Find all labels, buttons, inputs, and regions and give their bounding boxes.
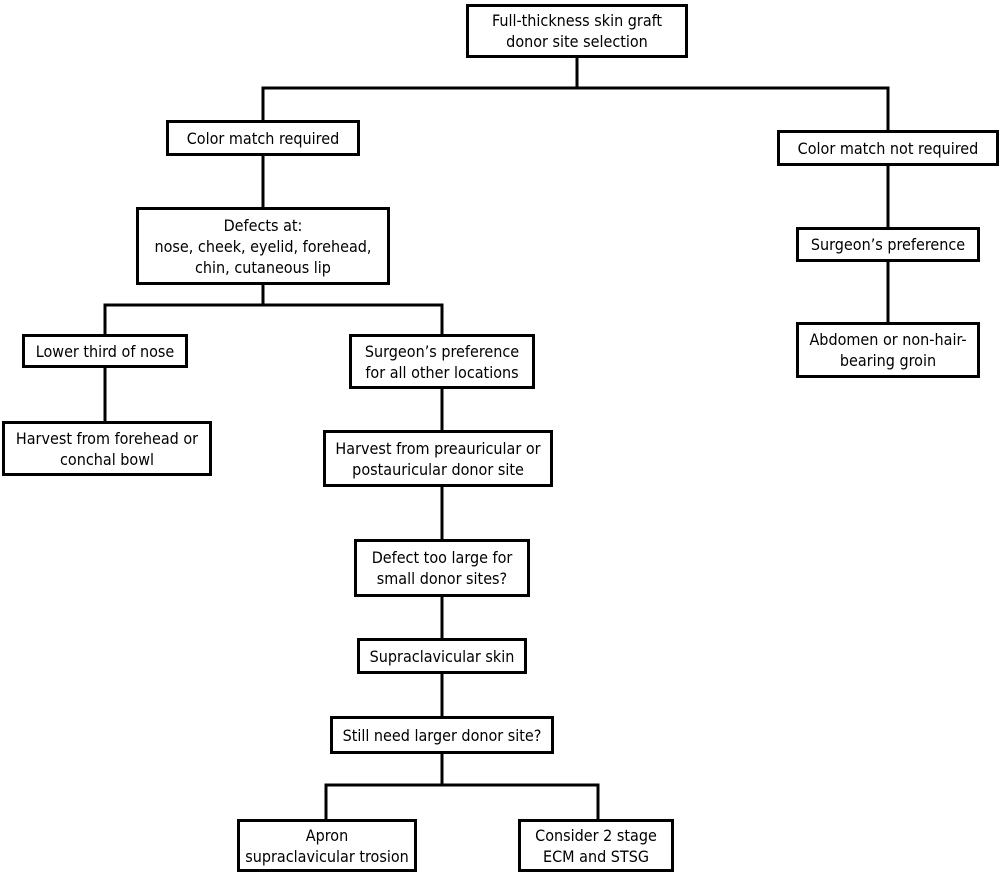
node-label: Harvest from forehead or conchal bowl (15, 428, 199, 469)
supraclavicular-skin-node: Supraclavicular skin (357, 638, 527, 674)
node-label: Supraclavicular skin (369, 646, 515, 666)
surgeon-preference-other-node: Surgeon’s preference for all other locat… (349, 334, 535, 389)
node-label: Color match not required (797, 138, 979, 158)
defects-node: Defects at: nose, cheek, eyelid, forehea… (136, 207, 390, 285)
node-label: Still need larger donor site? (342, 725, 542, 745)
consider-two-stage-node: Consider 2 stage ECM and STSG (518, 819, 674, 872)
still-need-larger-node: Still need larger donor site? (330, 716, 554, 754)
node-label: Full-thickness skin graft donor site sel… (491, 11, 663, 51)
lower-third-nose-node: Lower third of nose (22, 334, 188, 368)
abdomen-groin-node: Abdomen or non-hair- bearing groin (796, 322, 980, 378)
surgeon-preference-right-node: Surgeon’s preference (796, 227, 980, 262)
node-label: Abdomen or non-hair- bearing groin (809, 330, 967, 370)
node-label: Consider 2 stage ECM and STSG (535, 825, 657, 866)
root-node: Full-thickness skin graft donor site sel… (466, 4, 688, 58)
node-label: Harvest from preauricular or postauricul… (335, 438, 541, 479)
node-label: Lower third of nose (35, 341, 175, 361)
color-required-node: Color match required (166, 120, 360, 156)
defect-too-large-node: Defect too large for small donor sites? (354, 539, 530, 597)
node-label: Apron supraclavicular trosion (245, 825, 409, 866)
node-label: Defect too large for small donor sites? (371, 548, 513, 588)
node-label: Defects at: nose, cheek, eyelid, forehea… (154, 215, 372, 277)
node-label: Surgeon’s preference for all other locat… (364, 341, 520, 382)
node-label: Color match required (186, 128, 340, 148)
color-not-required-node: Color match not required (777, 130, 999, 166)
node-label: Surgeon’s preference (810, 235, 966, 254)
apron-node: Apron supraclavicular trosion (237, 819, 417, 872)
harvest-preauricular-node: Harvest from preauricular or postauricul… (323, 430, 553, 487)
harvest-forehead-node: Harvest from forehead or conchal bowl (2, 421, 212, 476)
